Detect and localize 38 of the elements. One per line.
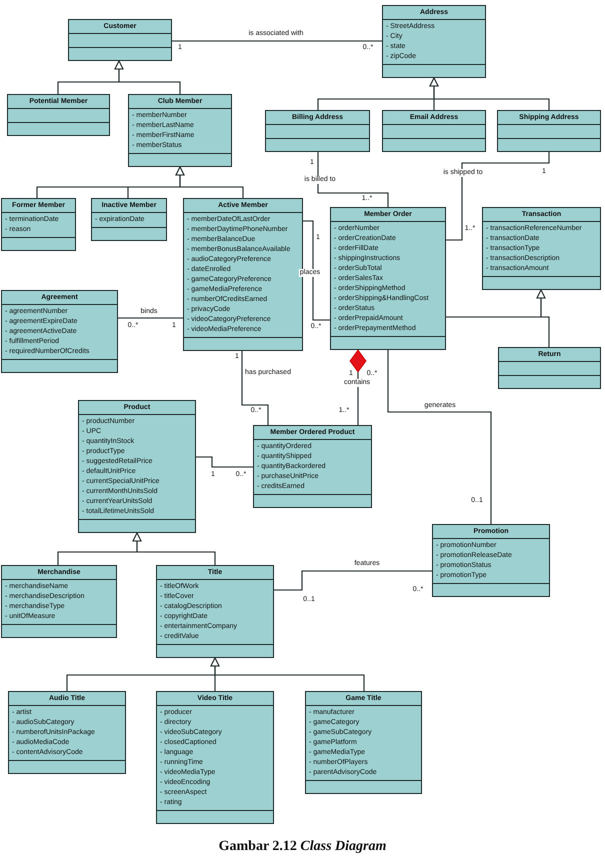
class-box — [1, 565, 117, 638]
class-box — [7, 94, 110, 136]
class-box — [482, 207, 601, 290]
association-line — [303, 220, 330, 321]
class-box — [1, 290, 118, 373]
class-box — [497, 110, 601, 152]
class-box — [78, 400, 196, 533]
association-line — [317, 152, 389, 207]
class-box — [128, 94, 232, 167]
inheritance-arrow — [114, 60, 181, 94]
class-box — [8, 691, 126, 774]
class-box — [265, 110, 370, 152]
class-box — [382, 110, 486, 152]
association-line — [446, 152, 550, 241]
class-box — [382, 5, 486, 78]
class-box — [253, 425, 372, 508]
class-box — [498, 347, 601, 389]
class-box — [330, 207, 446, 350]
figure-caption: Gambar 2.12 Class Diagram — [218, 838, 386, 855]
inheritance-arrow — [210, 658, 365, 691]
inheritance-arrow — [132, 532, 216, 565]
class-box — [1, 198, 76, 251]
association-line — [387, 350, 492, 524]
inheritance-arrow — [176, 166, 244, 198]
association-line — [241, 351, 269, 425]
association-line — [172, 40, 382, 42]
association-line — [196, 456, 253, 468]
association-line — [118, 317, 183, 319]
class-box — [432, 524, 550, 597]
class-box — [68, 19, 172, 61]
class-box — [91, 198, 167, 241]
association-line — [274, 570, 432, 591]
inheritance-arrow — [430, 78, 550, 110]
class-box — [305, 691, 422, 794]
class-box — [156, 691, 274, 824]
composition-line — [350, 350, 366, 425]
class-box — [156, 565, 274, 658]
inheritance-arrow — [536, 290, 550, 347]
